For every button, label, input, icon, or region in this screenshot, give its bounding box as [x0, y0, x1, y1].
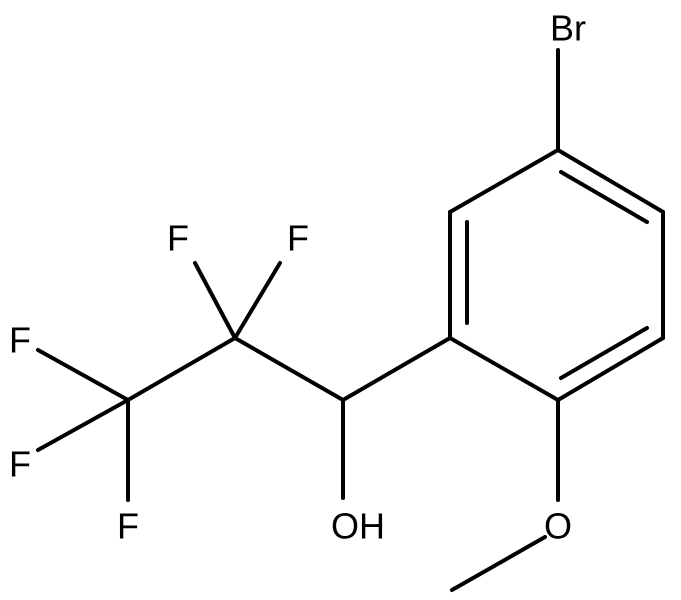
atom-label-oh: OH	[331, 506, 385, 547]
bond-cf3-f-lower	[36, 398, 130, 452]
atom-label-f-cf2-left: F	[167, 218, 189, 259]
bond-cf2-f-right	[233, 261, 282, 340]
bond-o-methyl	[450, 535, 547, 592]
atom-label-br: Br	[550, 8, 586, 49]
bonds	[36, 48, 665, 592]
bond-ring-c6-c1	[448, 148, 560, 214]
atom-label-f-cf3-upper: F	[9, 320, 31, 361]
bond-ring-double-inner-1	[559, 170, 649, 224]
bond-ring-c4-c5	[448, 336, 560, 402]
bond-ring-double-inner-2	[559, 326, 649, 380]
bond-ring-choh	[341, 336, 452, 402]
atom-label-o-methoxy: O	[544, 506, 572, 547]
atom-label-f-cf3-lower: F	[9, 444, 31, 485]
bond-ring-c1-c2	[556, 148, 665, 214]
atom-label-f-cf3-bottom: F	[117, 506, 139, 547]
bond-cf2-f-left	[193, 261, 237, 340]
atom-label-f-cf2-right: F	[287, 218, 309, 259]
bond-cf2-cf3	[126, 336, 237, 402]
atom-labels: Br F F F F F OH O	[9, 8, 586, 547]
bond-choh-cf2	[233, 336, 345, 402]
bond-cf3-f-upper	[36, 348, 130, 402]
bond-ring-c3-c4	[556, 336, 665, 402]
